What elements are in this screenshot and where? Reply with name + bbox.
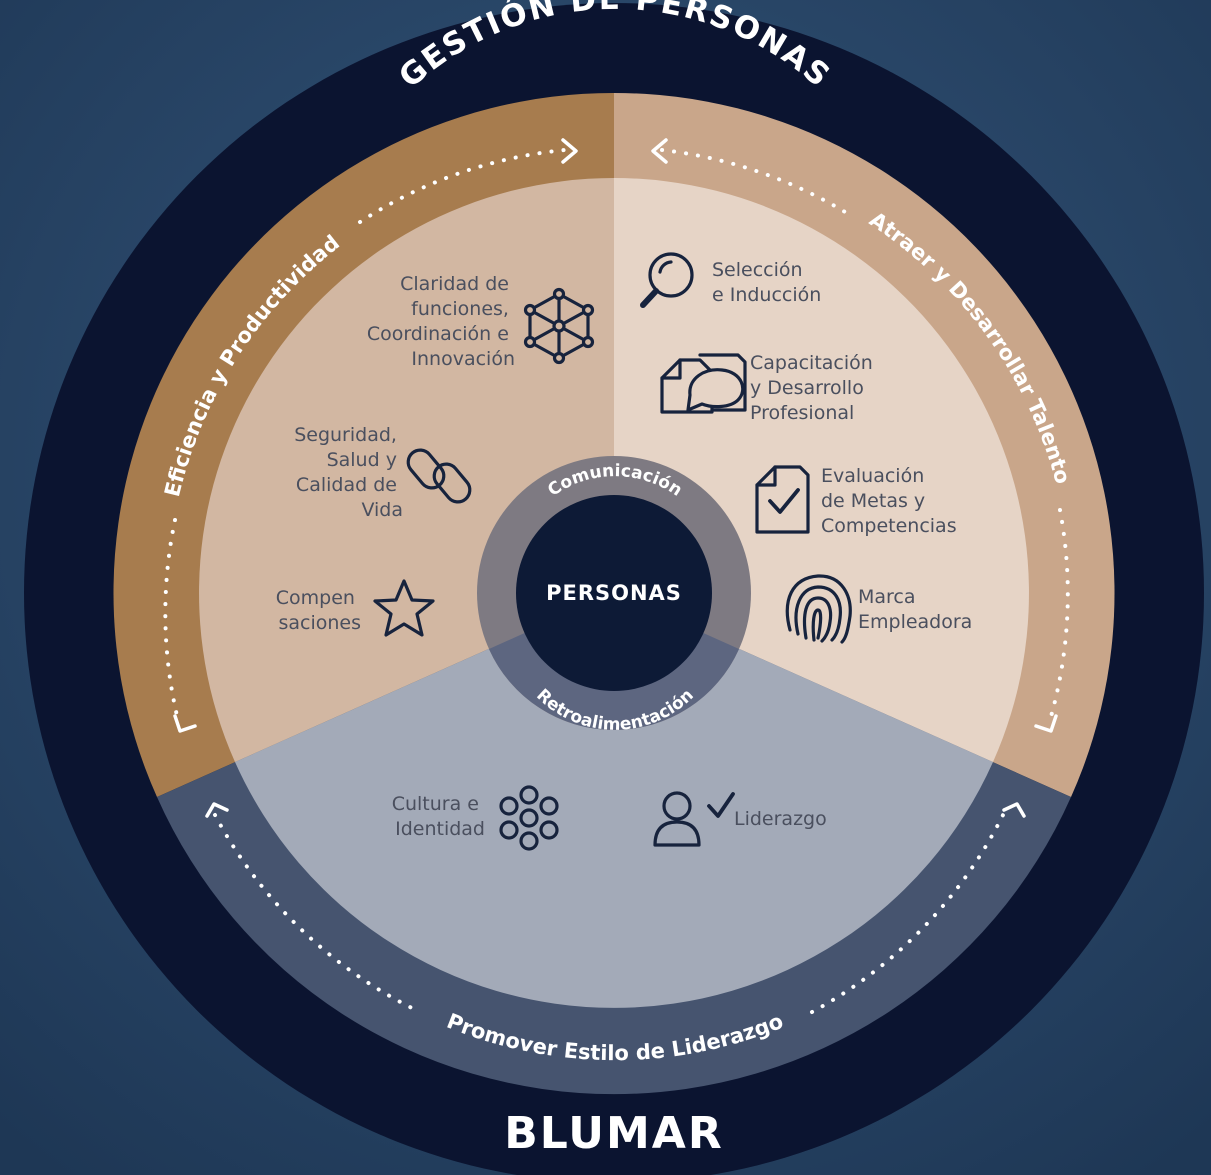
arrow-bottom-left-icon [205,802,229,818]
checklist-document-icon [755,465,810,534]
item-marca-label: Marca Empleadora [858,586,972,633]
sector-bottom [235,593,993,1008]
item-cultura: Cultura e Identidad [392,785,559,851]
item-evaluacion: Evaluación de Metas y Competencias [755,465,957,537]
item-compensaciones-label: Compen saciones [276,587,361,634]
hub-center [516,495,712,691]
circles-cluster-icon [499,785,559,851]
item-seleccion-label: Selección e Inducción [712,259,821,306]
item-evaluacion-label: Evaluación de Metas y Competencias [821,465,957,537]
item-liderazgo: Liderazgo [653,791,827,847]
item-seguridad-label: Seguridad, Salud y Calidad de Vida [294,424,403,521]
fingerprint-icon [785,574,852,644]
center-label: PERSONAS [546,581,682,605]
chain-link-icon [406,448,472,504]
item-cultura-label: Cultura e Identidad [392,793,485,840]
item-capacitacion: Capacitación y Desarrollo Profesional [660,352,879,424]
item-liderazgo-label: Liderazgo [734,808,827,830]
arrow-top-left-icon [561,138,578,164]
item-seguridad: Seguridad, Salud y Calidad de Vida [294,424,472,521]
magnifier-icon [640,252,694,308]
arrow-top-right-icon [651,138,668,164]
item-claridad-label: Claridad de funciones, Coordinación e In… [367,273,515,370]
network-icon [523,287,595,365]
item-marca: Marca Empleadora [785,574,972,644]
star-icon [373,579,435,637]
documents-chat-icon [660,353,747,414]
cycle-arrows [163,138,1070,1014]
item-capacitacion-label: Capacitación y Desarrollo Profesional [750,352,879,424]
item-seleccion: Selección e Inducción [640,252,821,308]
arrow-right-down-icon [1034,714,1058,733]
arrow-bottom-right-icon [1002,802,1026,818]
item-compensaciones: Compen saciones [276,579,435,637]
item-claridad: Claridad de funciones, Coordinación e In… [367,273,595,370]
arrow-left-down-icon [173,714,197,733]
person-check-icon [653,791,735,847]
brand-logo: BLUMAR [504,1108,723,1159]
